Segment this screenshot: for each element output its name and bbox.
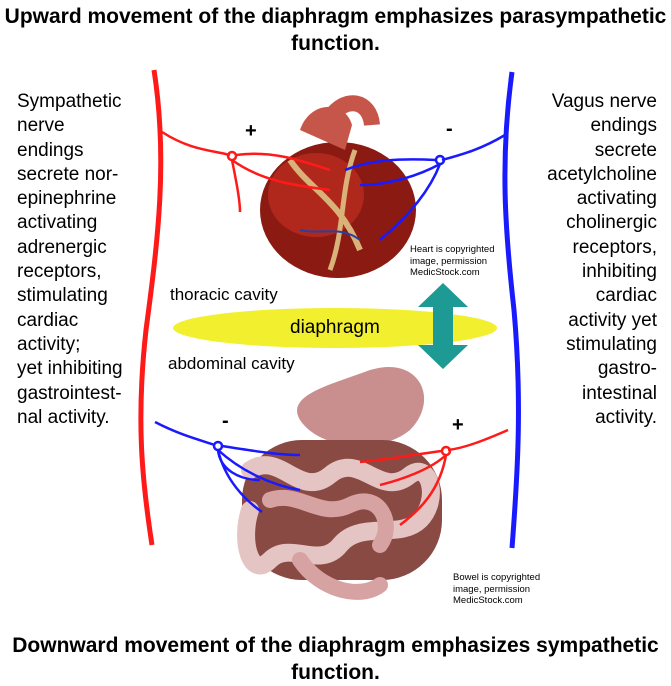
text-line: endings [17,139,167,163]
diaphragm-label: diaphragm [290,317,380,339]
text-line: Vagus nerve [497,90,657,114]
text-line: secrete nor- [17,163,167,187]
text-line: secrete [497,139,657,163]
credit-line: image, permission [410,256,494,268]
title-bottom-line: Downward movement of the diaphragm empha… [0,632,671,686]
sympathetic-description: Sympathetic nerve endings secrete nor- e… [17,90,167,430]
text-line: activity yet [497,309,657,333]
text-line: receptors, [17,260,167,284]
text-line: gastrointest- [17,382,167,406]
credit-line: MedicStock.com [410,267,494,279]
text-line: gastro- [497,357,657,381]
credit-line: Bowel is copyrighted [453,572,540,584]
credit-line: Heart is copyrighted [410,244,494,256]
text-line: cardiac [497,284,657,308]
text-line: Sympathetic [17,90,167,114]
vagus-description: Vagus nerve endings secrete acetylcholin… [497,90,657,430]
text-line: epinephrine [17,187,167,211]
bowel-illustration [242,367,442,592]
text-line: inhibiting [497,260,657,284]
heart-sympathetic-sign: + [245,120,257,143]
text-line: acetylcholine [497,163,657,187]
text-line: cholinergic [497,211,657,235]
text-line: receptors, [497,236,657,260]
credit-line: MedicStock.com [453,595,540,607]
text-line: activity; [17,333,167,357]
heart-vagus-sign: - [446,118,453,141]
heart-illustration [260,103,416,278]
text-line: stimulating [497,333,657,357]
text-line: nerve [17,114,167,138]
bowel-credit: Bowel is copyrighted image, permission M… [453,572,540,607]
bowel-vagus-sign: - [222,410,229,433]
bowel-sympathetic-sign: + [452,414,464,437]
text-line: activating [497,187,657,211]
text-line: activating [17,211,167,235]
thoracic-cavity-label: thoracic cavity [170,285,278,305]
text-line: adrenergic [17,236,167,260]
text-line: endings [497,114,657,138]
text-line: nal activity. [17,406,167,430]
text-line: activity. [497,406,657,430]
text-line: yet inhibiting [17,357,167,381]
title-bottom: Downward movement of the diaphragm empha… [0,632,671,686]
abdominal-cavity-label: abdominal cavity [168,354,295,374]
text-line: intestinal [497,382,657,406]
text-line: cardiac [17,309,167,333]
heart-credit: Heart is copyrighted image, permission M… [410,244,494,279]
text-line: stimulating [17,284,167,308]
credit-line: image, permission [453,584,540,596]
